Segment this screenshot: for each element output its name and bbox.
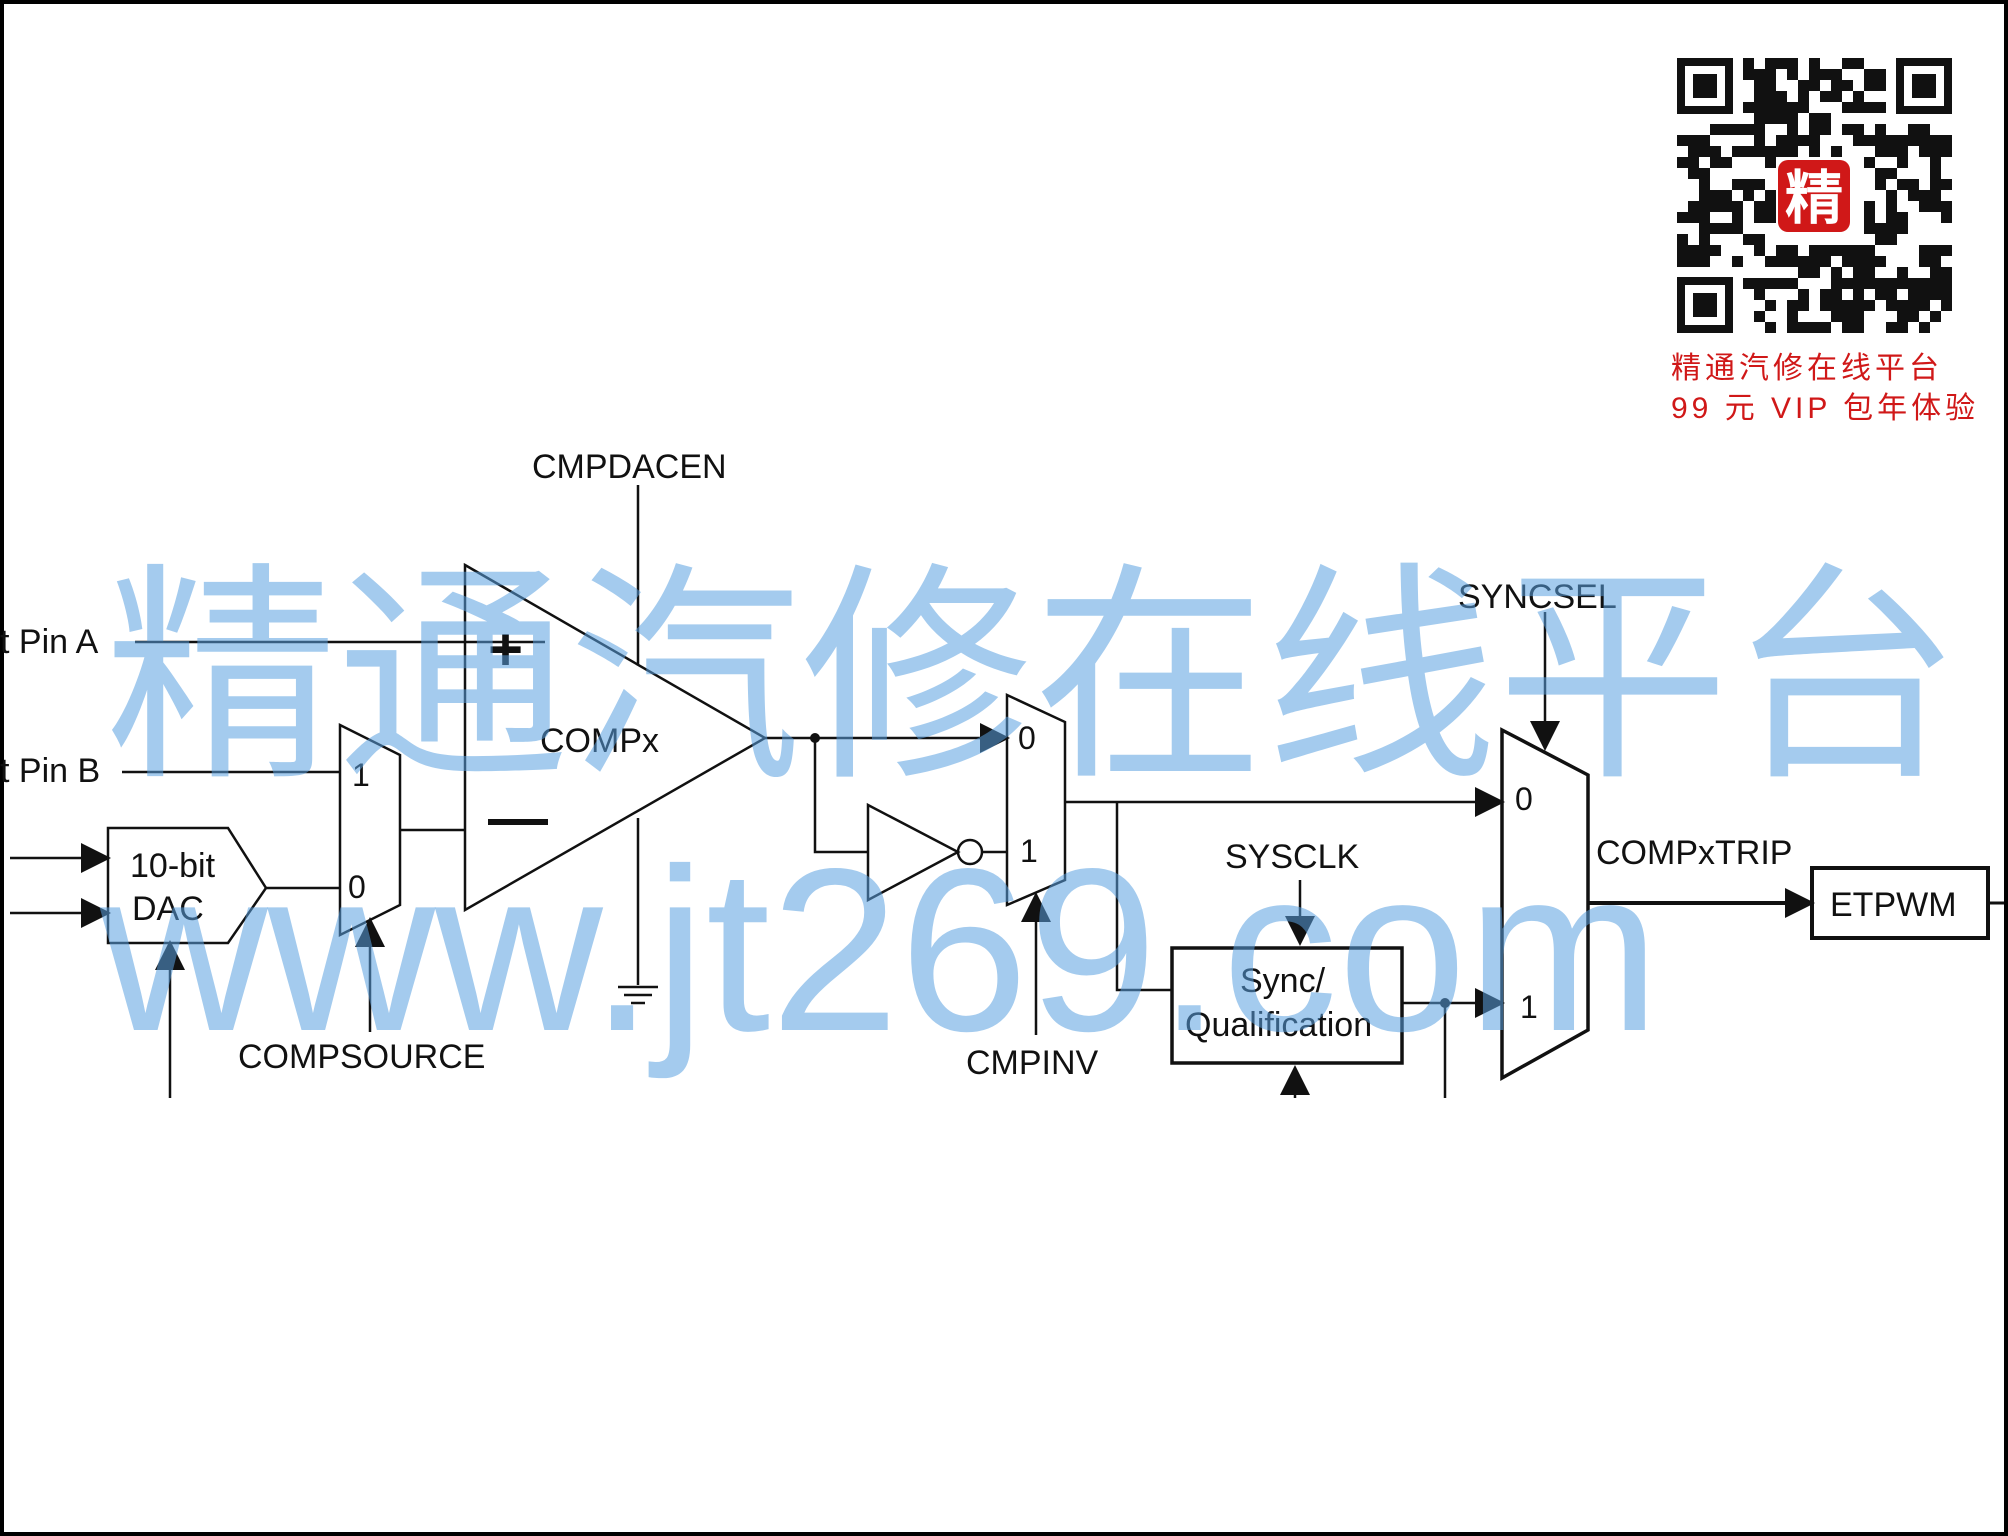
promo-line-1: 精通汽修在线平台 — [1671, 352, 1943, 385]
label-compxtrip: COMPxTRIP — [1596, 834, 1792, 872]
label-sysclk: SYSCLK — [1225, 838, 1359, 876]
label-etpwm: ETPWM — [1830, 886, 1957, 924]
label-plus: + — [488, 616, 523, 683]
promo-line-2: 99 元 VIP 包年体验 — [1671, 392, 1979, 425]
label-mux3-in1: 1 — [1520, 989, 1538, 1025]
wire-to-inverter — [813, 738, 868, 854]
dac-block — [106, 826, 268, 945]
junction-sync-out — [1440, 998, 1450, 1008]
label-mux1-in1: 1 — [352, 757, 370, 793]
junction-compx-out — [810, 733, 820, 743]
label-mux1-in0: 0 — [348, 869, 366, 905]
qr-code: 精 — [1677, 58, 1952, 333]
sync-qualification-block — [1170, 946, 1404, 1065]
watermark-url: www.jt269.com — [99, 821, 1660, 1080]
label-compx: COMPx — [540, 722, 659, 760]
label-pin-a: t Pin A — [0, 623, 99, 661]
comparator-compx — [463, 562, 768, 913]
qr-center-mark: 精 — [1785, 166, 1843, 231]
label-sync-line1: Sync/ — [1240, 962, 1326, 1000]
mux1 — [338, 722, 402, 938]
label-cmpdacen: CMPDACEN — [532, 448, 727, 486]
label-mux2-in1: 1 — [1020, 833, 1038, 869]
label-sync-line2: Qualification — [1185, 1006, 1372, 1044]
qr-center-logo — [1778, 160, 1850, 232]
label-compsource: COMPSOURCE — [238, 1038, 485, 1076]
label-minus: — — [488, 784, 548, 851]
mux2 — [1005, 693, 1067, 907]
label-dac-line1: 10-bit — [130, 847, 216, 885]
inverter — [866, 802, 961, 903]
label-syncsel: SYNCSEL — [1458, 578, 1617, 616]
label-mux2-in0: 0 — [1018, 720, 1036, 756]
label-dac-line2: DAC — [132, 890, 204, 928]
wire-to-sync — [1115, 802, 1172, 992]
mux3 — [1500, 727, 1590, 1081]
label-pin-b: t Pin B — [0, 752, 100, 790]
watermark-text: 精通汽修在线平台 — [105, 549, 1961, 808]
label-mux3-in0: 0 — [1515, 781, 1533, 817]
label-cmpinv: CMPINV — [966, 1044, 1099, 1082]
